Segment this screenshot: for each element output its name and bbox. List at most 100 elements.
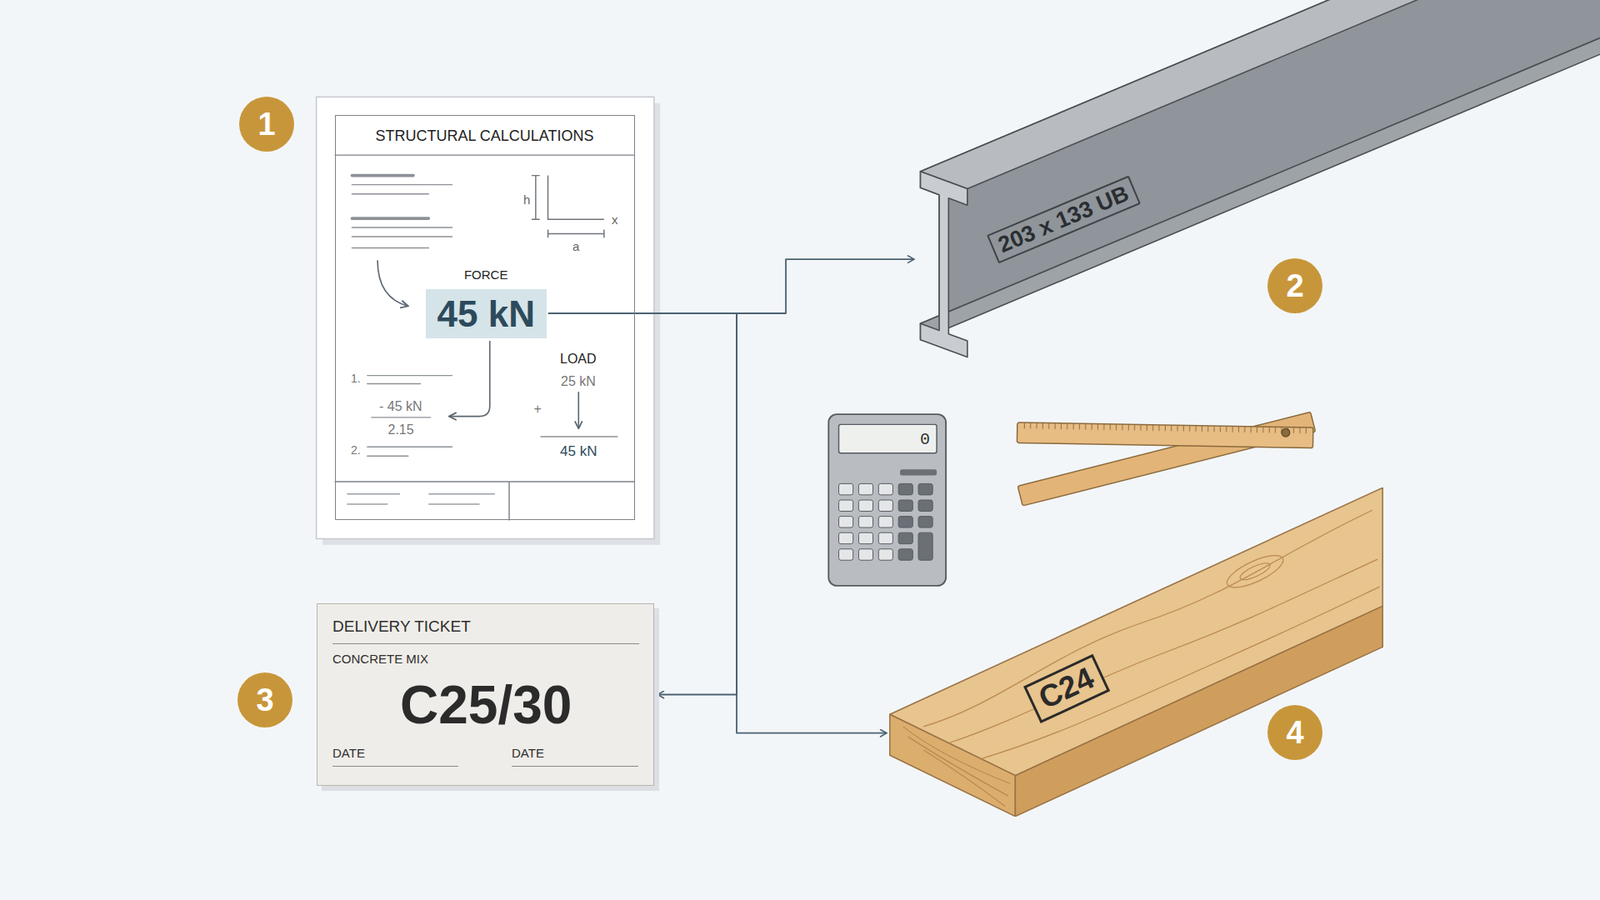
calculator — [828, 414, 946, 586]
drawing-part — [903, 726, 1011, 785]
drawing-part — [351, 193, 429, 195]
sheet-arrows — [377, 260, 579, 429]
folding-ruler — [1016, 411, 1315, 506]
drawing-part — [1017, 411, 1315, 506]
calc-value: 2.15 — [388, 422, 415, 438]
date-field: DATE — [511, 745, 545, 760]
calculator-key — [858, 532, 873, 544]
calculator-key — [898, 500, 913, 511]
drawing-part — [351, 216, 429, 220]
drawing-part — [449, 340, 490, 417]
calculator-key — [918, 516, 933, 528]
calculator-key — [839, 483, 854, 495]
drawing-part — [1223, 549, 1288, 594]
callout-number: 4 — [1267, 705, 1323, 760]
drawing-part — [900, 469, 937, 475]
drawing-part — [508, 481, 510, 521]
ticket-rule — [332, 643, 640, 645]
calculator-key — [839, 549, 854, 560]
calculator-key — [898, 549, 913, 560]
calculator-key — [858, 549, 873, 560]
calculator-key — [839, 500, 854, 511]
concrete-grade: C25/30 — [400, 675, 572, 735]
callout-number: 1 — [239, 96, 295, 152]
drawing-part — [920, 0, 1600, 358]
drawing-part — [1281, 428, 1290, 437]
paper-sheet — [316, 96, 655, 539]
date-rule — [332, 765, 459, 767]
connector-arrow — [548, 259, 915, 314]
calculator-keys — [839, 483, 934, 560]
drawing-part — [1238, 560, 1273, 584]
force-highlight: FORCE45 kN — [425, 289, 547, 339]
title-rule — [335, 154, 635, 155]
drawing-part — [377, 260, 409, 306]
drawing-part — [979, 586, 1380, 760]
calculator-key — [839, 516, 854, 528]
calculator-key — [898, 532, 913, 544]
drawing-part — [367, 446, 453, 448]
drawing-part — [346, 493, 400, 495]
calculator-key — [858, 516, 873, 528]
drawing-part — [1015, 605, 1383, 816]
drawing-part — [1016, 422, 1313, 449]
drawing-part — [923, 510, 1373, 727]
drawing-part — [548, 175, 605, 220]
sheet-footer — [335, 481, 635, 521]
drawing-part — [335, 480, 635, 482]
calculator-key — [858, 500, 873, 511]
calculator-key — [918, 483, 933, 495]
drawing-part — [839, 424, 938, 453]
calculator-key — [858, 483, 873, 495]
calculator-key — [878, 516, 893, 528]
calculator-key — [878, 500, 893, 511]
timber-board: C24 — [889, 487, 1384, 817]
calculator-key — [878, 532, 893, 544]
drawing-part — [540, 435, 618, 437]
load-heading: LOAD — [560, 351, 597, 367]
calc-value: - 45 kN — [379, 399, 423, 415]
drawing-part — [1020, 413, 1310, 495]
drawing-part — [908, 736, 1009, 796]
drawing-part — [923, 750, 1005, 806]
drawing-part — [1019, 422, 1310, 436]
drawing-part — [367, 375, 453, 376]
sheet-title: STRUCTURAL CALCULATIONS — [335, 127, 634, 145]
drawing-part — [920, 0, 1600, 190]
drawing-part — [1017, 411, 1315, 506]
load-total: 45 kN — [560, 443, 597, 460]
drawing-part — [367, 383, 421, 385]
drawing-part — [920, 23, 1600, 340]
plus-sign: + — [534, 401, 542, 417]
drawing-part — [903, 510, 1380, 806]
drawing-part — [371, 416, 431, 418]
steel-beam: 203 x 133 UB — [916, 0, 1600, 367]
drawing-part — [1016, 422, 1313, 449]
force-value: 45 kN — [437, 290, 535, 337]
drawing-part — [548, 230, 605, 239]
callout-number: 3 — [237, 672, 293, 728]
drawing-part — [428, 503, 480, 505]
date-rule — [511, 765, 639, 767]
axis-label: x — [611, 212, 619, 227]
drawing-part — [828, 414, 946, 586]
calculator-key — [878, 483, 893, 495]
drawing-part — [346, 503, 388, 505]
calculator-key — [918, 500, 933, 511]
drawing-part — [351, 247, 429, 249]
dimension-label: a — [572, 239, 580, 254]
drawing-part — [351, 226, 452, 228]
text-lines — [351, 175, 617, 457]
calculator-key — [839, 532, 854, 544]
drawing-part — [890, 487, 1383, 816]
date-field: DATE — [332, 745, 365, 760]
calculator-key — [918, 532, 933, 560]
timber-shape — [889, 487, 1384, 817]
mini-diagram — [531, 175, 605, 239]
step-number: 2. — [350, 443, 361, 457]
force-heading: FORCE — [425, 267, 547, 282]
drawing-part — [351, 235, 452, 237]
callout-number: 2 — [1267, 258, 1323, 314]
drawing-part — [351, 184, 452, 185]
ticket-title: DELIVERY TICKET — [332, 617, 471, 636]
